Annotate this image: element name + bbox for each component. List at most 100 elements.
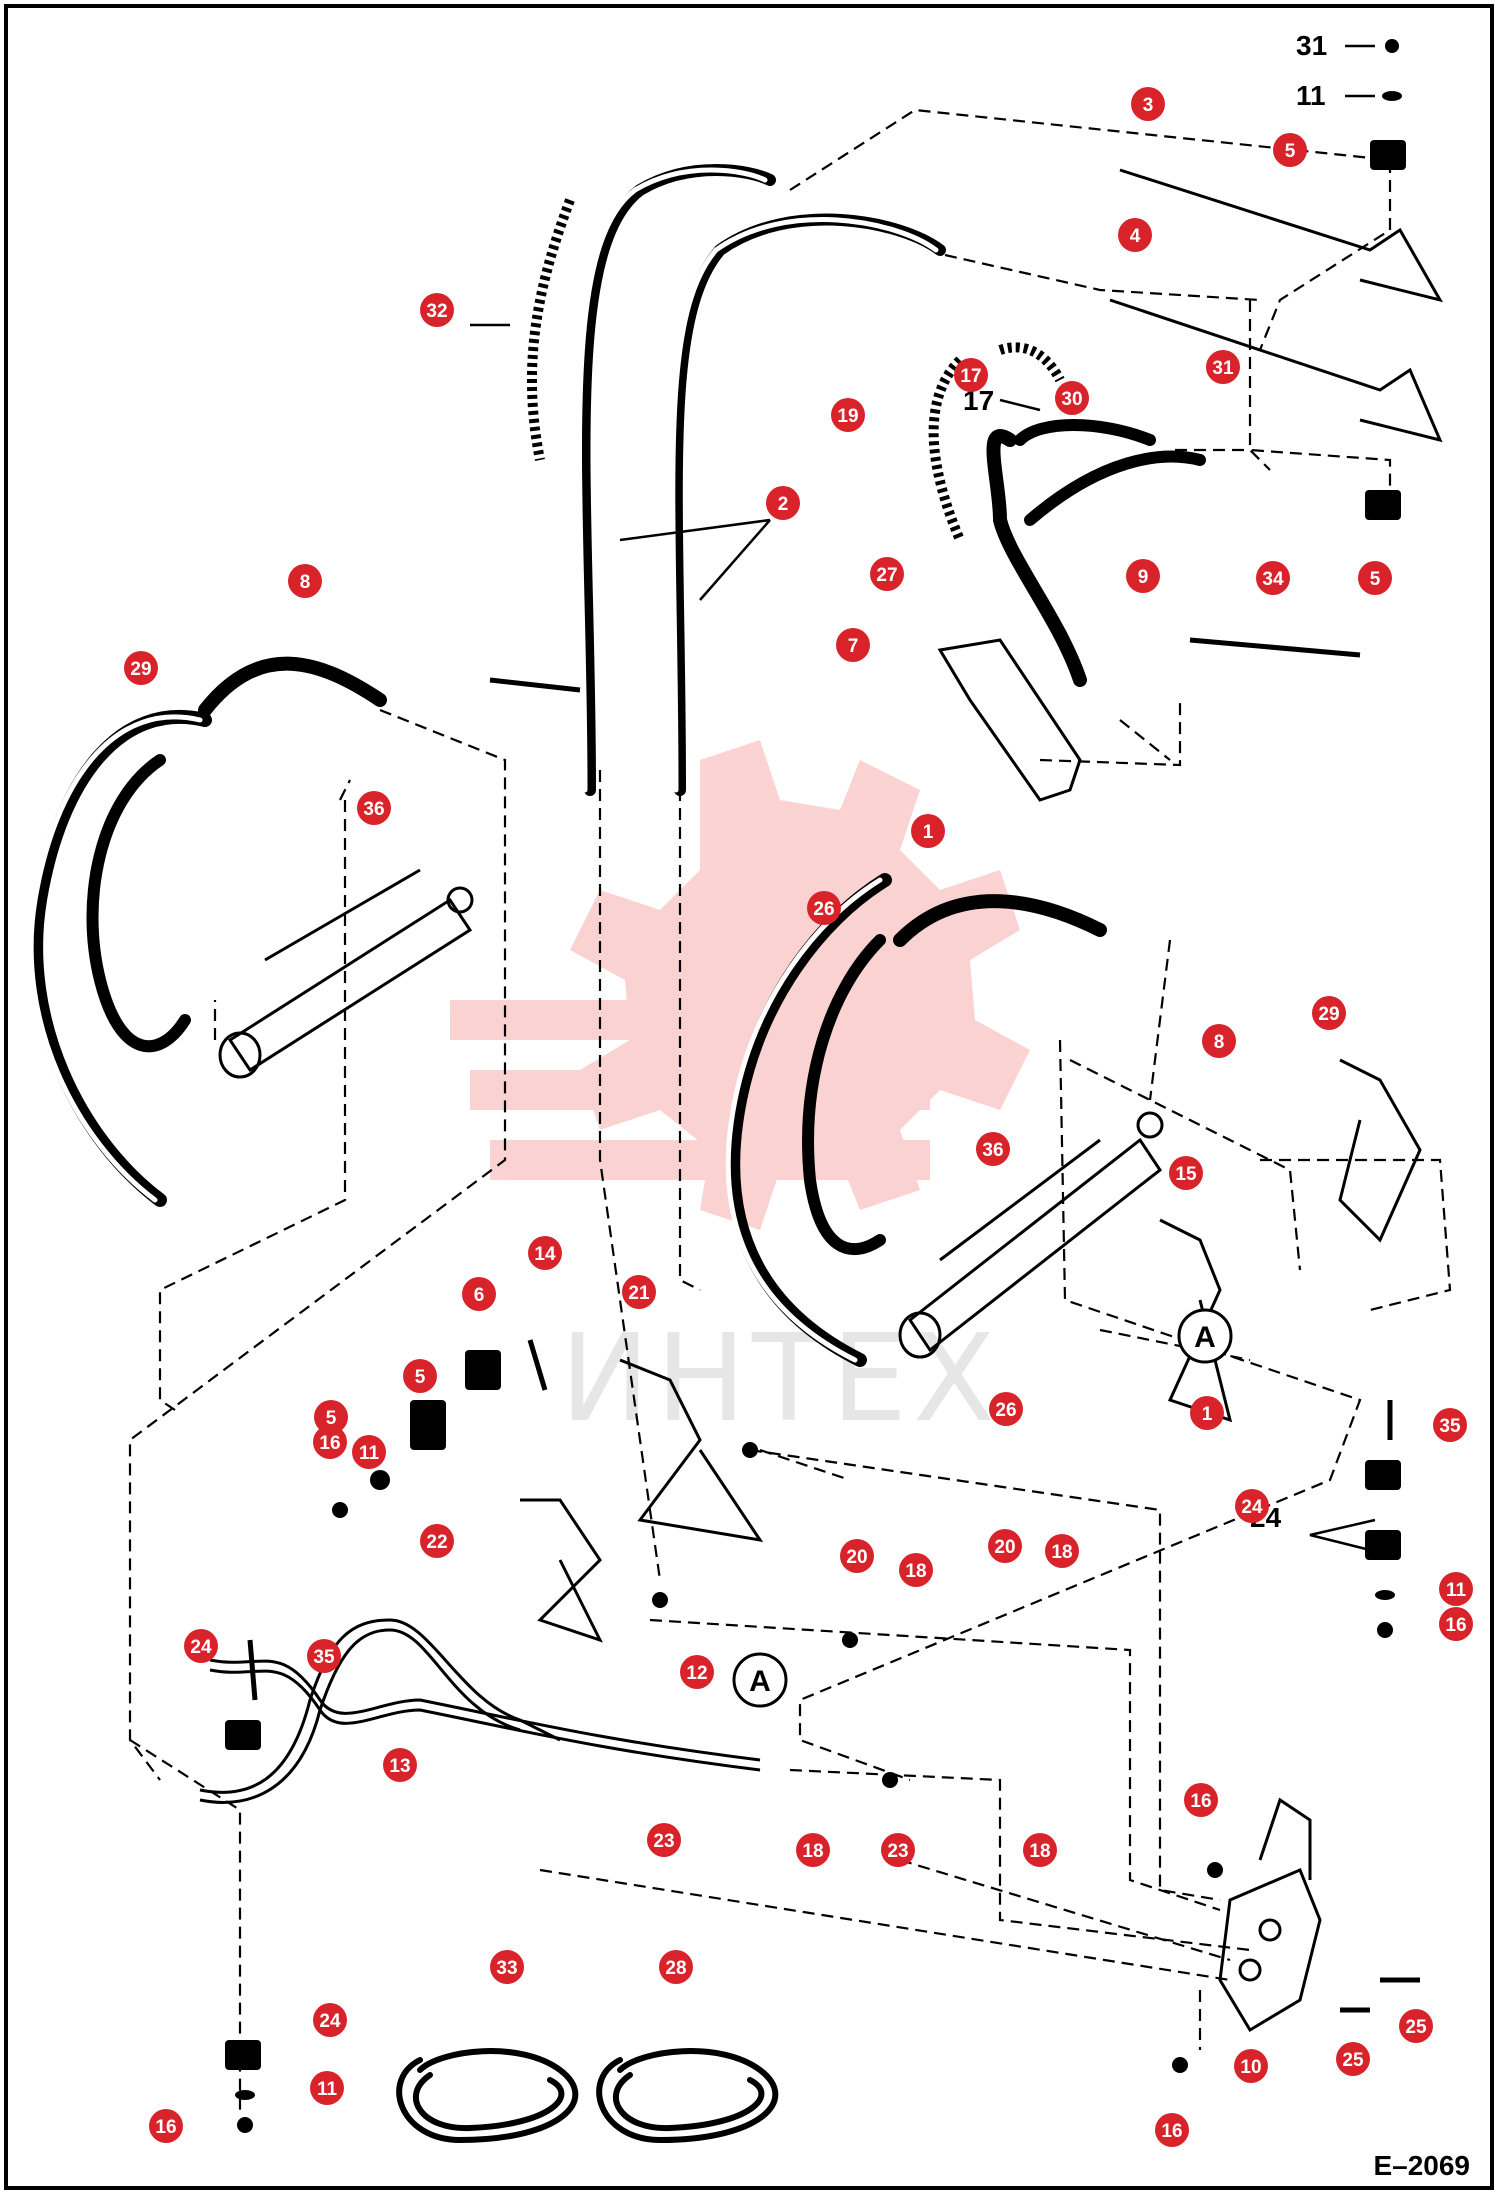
part-badge-number: 5 [1285, 141, 1296, 162]
part-badge-number: 8 [1214, 1032, 1225, 1053]
callout-a-letter: A [1194, 1321, 1216, 1354]
part-badge-circle [307, 1639, 341, 1673]
part-badge-number: 8 [300, 572, 311, 593]
small-parts [225, 39, 1406, 2133]
part-badge-circle [357, 791, 391, 825]
part-badge-circle [1433, 1408, 1467, 1442]
part-badge-number: 18 [1029, 1841, 1050, 1862]
part-badge-number: 35 [1439, 1416, 1461, 1437]
part-badge-circle [184, 1629, 218, 1663]
part-badge-circle [1235, 1489, 1269, 1523]
diagram-border [4, 4, 1494, 2190]
part-badge-number: 7 [848, 636, 859, 657]
part-badge-number: 5 [326, 1408, 337, 1429]
part-badge-number: 22 [426, 1532, 447, 1553]
part-badge-circle [766, 486, 800, 520]
part-badge-number: 17 [960, 366, 981, 387]
part-badge-number: 3 [1143, 95, 1154, 116]
part-badge-circle [1184, 1783, 1218, 1817]
part-badge-number: 24 [319, 2011, 341, 2032]
part-badge-circle [310, 2071, 344, 2105]
part-badge-number: 35 [313, 1647, 335, 1668]
part-badge-circle [313, 1425, 347, 1459]
part-badge-number: 15 [1175, 1164, 1197, 1185]
part-badge-number: 23 [887, 1841, 908, 1862]
part-badge-number: 24 [1241, 1497, 1263, 1518]
part-badge-circle [647, 1823, 681, 1857]
part-badge-number: 13 [389, 1756, 410, 1777]
spiral-guards [526, 198, 1065, 542]
part-badge-number: 2 [778, 494, 789, 515]
part-badge-circle [420, 1524, 454, 1558]
part-badge-number: 36 [982, 1140, 1003, 1161]
part-badge-circle [1336, 2042, 1370, 2076]
part-badge-number: 28 [665, 1958, 686, 1979]
part-badge-circle [1256, 561, 1290, 595]
part-badge-number: 26 [995, 1400, 1016, 1421]
part-badge-number: 16 [1445, 1615, 1466, 1636]
callout-a-circle [1177, 1308, 1233, 1364]
callout-a-circle [732, 1652, 788, 1708]
part-badge-circle [1118, 218, 1152, 252]
part-badge-number: 18 [1051, 1542, 1072, 1563]
part-badge-number: 31 [1212, 358, 1234, 379]
part-badge-number: 16 [1161, 2121, 1182, 2142]
part-badge-circle [796, 1833, 830, 1867]
part-badge-circle [1399, 2009, 1433, 2043]
plain-label: 11 [1296, 80, 1326, 111]
part-badge-circle [911, 814, 945, 848]
part-badge-number: 25 [1405, 2017, 1427, 2038]
control-valve [1218, 1797, 1322, 2033]
part-badge-number: 30 [1061, 389, 1082, 410]
part-badge-number: 23 [653, 1831, 674, 1852]
steel-tubes [199, 168, 1444, 1804]
part-badge-number: 21 [628, 1283, 650, 1304]
part-badge-circle [1169, 1156, 1203, 1190]
leader-lines [470, 44, 1376, 1552]
part-badge-number: 9 [1138, 567, 1149, 588]
part-badge-number: 11 [359, 1443, 380, 1464]
part-badge-circle [1202, 1024, 1236, 1058]
part-badge-circle [680, 1655, 714, 1689]
part-badge-circle [1312, 996, 1346, 1030]
part-badge-number: 20 [846, 1547, 867, 1568]
part-badge-circle [1190, 1396, 1224, 1430]
part-badge-number: 19 [837, 406, 858, 427]
part-badge-circle [1234, 2049, 1268, 2083]
part-badge-circle [313, 2003, 347, 2037]
part-badge-circle [622, 1275, 656, 1309]
part-badge-number: 5 [1370, 569, 1381, 590]
watermark-logo [450, 740, 1030, 1230]
part-badge-number: 36 [363, 799, 384, 820]
part-badge-number: 18 [802, 1841, 823, 1862]
rods [247, 637, 1420, 2013]
part-badge-circle [314, 1400, 348, 1434]
part-badge-circle [528, 1236, 562, 1270]
part-badge-circle [836, 628, 870, 662]
part-badge-circle [1055, 381, 1089, 415]
part-badge-circle [807, 891, 841, 925]
part-badge-number: 10 [1240, 2057, 1261, 2078]
part-badge-number: 26 [813, 899, 834, 920]
part-badge-circle [1206, 350, 1240, 384]
part-badge-number: 12 [686, 1663, 707, 1684]
callout-a-letter: A [749, 1665, 771, 1698]
part-badge-circle [420, 293, 454, 327]
part-badge-circle [899, 1553, 933, 1587]
hoses [28, 164, 1206, 2144]
part-badge-number: 32 [426, 301, 447, 322]
part-badge-circle [149, 2109, 183, 2143]
part-badge-circle [954, 358, 988, 392]
part-badge-number: 1 [923, 822, 934, 843]
part-badge-number: 16 [155, 2117, 176, 2138]
part-badge-number: 27 [876, 565, 897, 586]
part-badge-number: 20 [994, 1537, 1015, 1558]
part-badge-circle [1273, 133, 1307, 167]
part-badge-circle [288, 564, 322, 598]
part-badge-circle [870, 557, 904, 591]
part-badge-number: 14 [534, 1244, 556, 1265]
part-badge-number: 25 [1342, 2050, 1364, 2071]
part-badge-circle [403, 1359, 437, 1393]
